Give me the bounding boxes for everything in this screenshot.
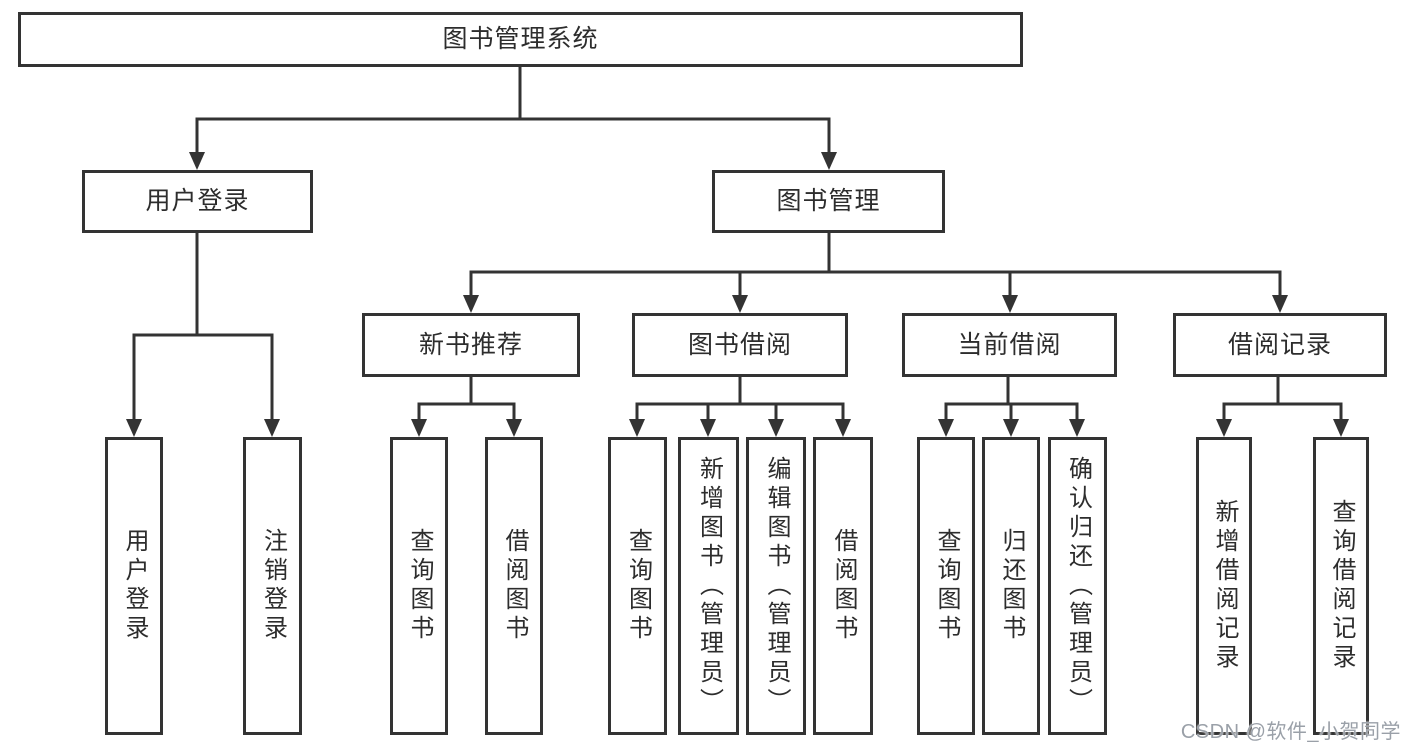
leaf-logout: 注销登录 bbox=[243, 437, 302, 735]
leaf-query-books-recommend: 查询图书 bbox=[390, 437, 448, 735]
node-current-borrow-label: 当前借阅 bbox=[957, 330, 1062, 359]
leaf-confirm-return-admin: 确认归还（管理员） bbox=[1048, 437, 1107, 735]
leaf-return-book: 归还图书 bbox=[982, 437, 1040, 735]
leaf-logout-label: 注销登录 bbox=[259, 528, 287, 644]
leaf-query-books-borrow-label: 查询图书 bbox=[624, 528, 652, 644]
leaf-user-login: 用户登录 bbox=[105, 437, 163, 735]
leaf-query-borrow-record: 查询借阅记录 bbox=[1313, 437, 1369, 735]
node-user-login-label: 用户登录 bbox=[145, 187, 250, 215]
node-root-label: 图书管理系统 bbox=[442, 25, 599, 53]
node-book-borrow: 图书借阅 bbox=[632, 313, 848, 377]
leaf-add-borrow-record-label: 新增借阅记录 bbox=[1211, 499, 1238, 673]
leaf-query-books-current: 查询图书 bbox=[917, 437, 975, 735]
connector-book-management-to-level3 bbox=[463, 232, 1288, 313]
leaf-return-book-label: 归还图书 bbox=[998, 528, 1025, 644]
connector-book-borrow-to-leaves bbox=[629, 376, 851, 437]
leaf-add-book-admin: 新增图书（管理员） bbox=[678, 437, 739, 735]
leaf-edit-book-admin: 编辑图书（管理员） bbox=[746, 437, 806, 735]
leaf-edit-book-admin-label: 编辑图书（管理员） bbox=[763, 455, 790, 717]
node-book-management: 图书管理 bbox=[712, 170, 945, 233]
node-borrow-records: 借阅记录 bbox=[1173, 313, 1387, 377]
leaf-query-borrow-record-label: 查询借阅记录 bbox=[1328, 499, 1355, 673]
node-current-borrow: 当前借阅 bbox=[902, 313, 1117, 377]
leaf-add-book-admin-label: 新增图书（管理员） bbox=[695, 455, 723, 717]
node-user-login: 用户登录 bbox=[82, 170, 313, 233]
connector-borrow-records-to-leaves bbox=[1216, 376, 1349, 437]
leaf-confirm-return-admin-label: 确认归还（管理员） bbox=[1064, 455, 1092, 717]
node-book-management-label: 图书管理 bbox=[776, 187, 881, 215]
connector-root-to-level2 bbox=[189, 66, 837, 170]
connector-new-book-recommend-to-leaves bbox=[411, 376, 522, 437]
connector-user-login-to-leaves bbox=[126, 232, 280, 437]
leaf-borrow-books-recommend: 借阅图书 bbox=[485, 437, 543, 735]
watermark: CSDN @软件_小贺同学 bbox=[1180, 721, 1401, 743]
node-new-book-recommend: 新书推荐 bbox=[362, 313, 580, 377]
leaf-query-books-borrow: 查询图书 bbox=[608, 437, 667, 735]
leaf-borrow-books-borrow: 借阅图书 bbox=[813, 437, 873, 735]
leaf-borrow-books-recommend-label: 借阅图书 bbox=[501, 528, 528, 644]
node-borrow-records-label: 借阅记录 bbox=[1227, 330, 1332, 359]
leaf-borrow-books-borrow-label: 借阅图书 bbox=[830, 528, 857, 644]
leaf-query-books-current-label: 查询图书 bbox=[933, 528, 960, 644]
leaf-query-books-recommend-label: 查询图书 bbox=[406, 528, 433, 644]
connector-current-borrow-to-leaves bbox=[938, 376, 1085, 437]
node-root: 图书管理系统 bbox=[18, 12, 1023, 67]
node-new-book-recommend-label: 新书推荐 bbox=[418, 330, 523, 359]
node-book-borrow-label: 图书借阅 bbox=[687, 330, 792, 359]
leaf-add-borrow-record: 新增借阅记录 bbox=[1196, 437, 1252, 735]
leaf-user-login-label: 用户登录 bbox=[121, 528, 148, 644]
